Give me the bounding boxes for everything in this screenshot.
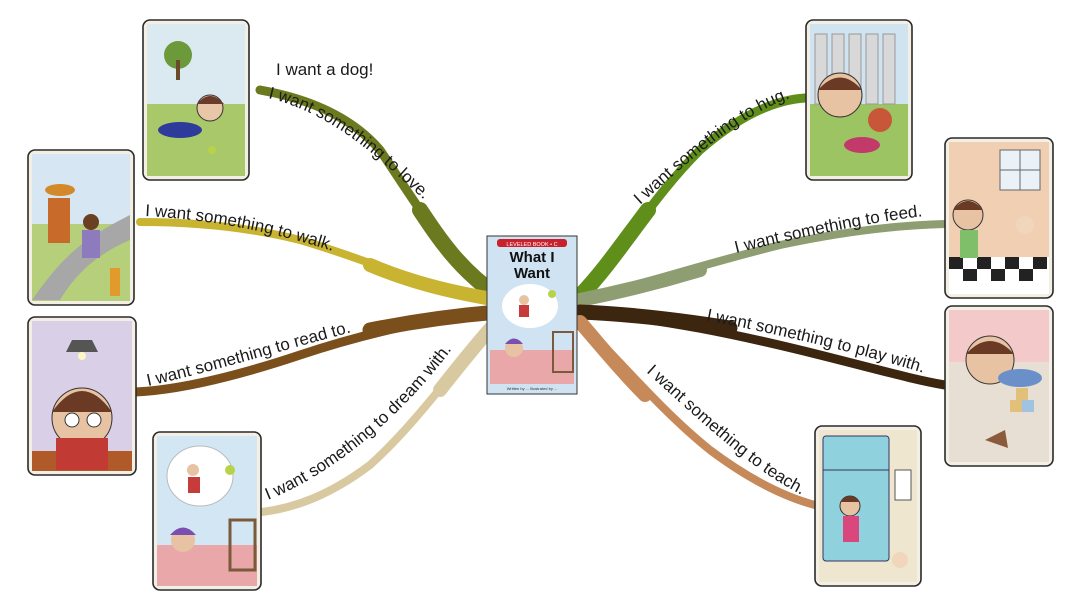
branch-read [130, 304, 506, 397]
cover-credits: Written by ... Illustrated by ... [507, 386, 558, 391]
cover-badge-bg [497, 239, 567, 247]
branch-play [572, 304, 950, 390]
branch-teach [573, 315, 819, 509]
label-read: I want something to read to. [145, 318, 353, 390]
card-feed [944, 137, 1054, 299]
branch-feed [573, 220, 949, 307]
label-dream: I want something to dream with. [262, 340, 455, 503]
branch-hug [572, 93, 810, 304]
card-dog [142, 19, 250, 181]
cover-title-line1: What I [510, 249, 555, 266]
card-read [27, 316, 137, 476]
card-dream [152, 431, 262, 591]
label-play: I want something to play with. [705, 305, 927, 376]
label-hug: I want something to hug. [630, 84, 792, 208]
label-walk: I want something to walk. [145, 201, 337, 255]
cover-badge: LEVELED BOOK • C [506, 242, 557, 248]
label-teach: I want something to teach. [643, 361, 808, 499]
branch-lines [130, 85, 950, 516]
cover-title-line2: Want [514, 265, 550, 282]
card-play [944, 305, 1054, 467]
center-book-cover: LEVELED BOOK • C What I Want Written by … [486, 235, 578, 395]
card-teach [814, 425, 922, 587]
card-hug [805, 19, 913, 181]
card-walk [27, 149, 135, 306]
label-love: I want something to love. [267, 83, 434, 202]
branch-walk [136, 218, 505, 307]
label-dog: I want a dog! [276, 60, 373, 79]
